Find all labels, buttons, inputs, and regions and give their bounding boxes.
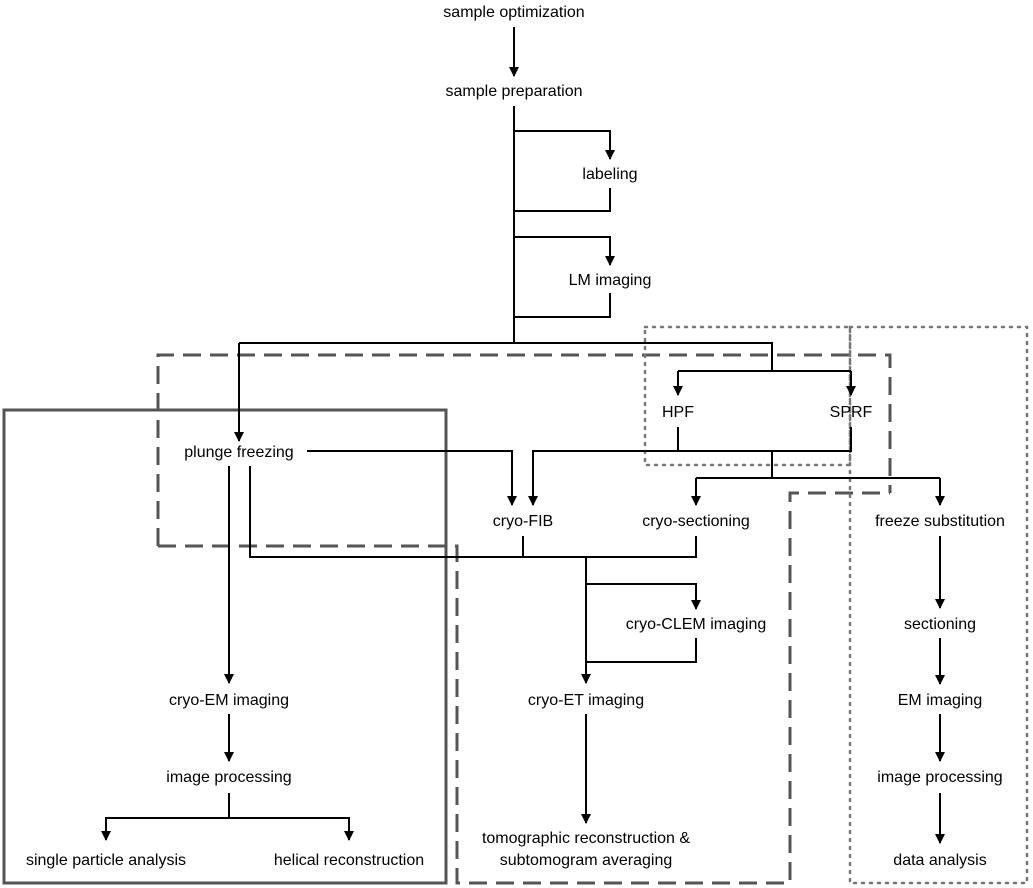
node-em-imaging: EM imaging [898, 692, 982, 709]
node-image-processing-left: image processing [166, 769, 291, 786]
node-tomographic-reconstruction-line1: tomographic reconstruction & [482, 830, 690, 847]
node-plunge-freezing: plunge freezing [184, 444, 293, 461]
node-freeze-substitution: freeze substitution [875, 513, 1005, 530]
edge-from-labeling [514, 188, 611, 212]
connectors [101, 27, 945, 844]
node-cryo-em-imaging: cryo-EM imaging [169, 692, 289, 709]
node-cryo-et-imaging: cryo-ET imaging [528, 692, 644, 709]
cryo-et-group-box [158, 491, 890, 885]
edge-hpf-sprf-merge [677, 427, 852, 452]
plunge-freezing-group-box [2, 408, 448, 885]
edge-to-helical [229, 817, 354, 841]
node-helical-reconstruction: helical reconstruction [274, 852, 424, 869]
edge-from-cryo-clem [586, 638, 697, 663]
node-cryo-clem-imaging: cryo-CLEM imaging [626, 616, 766, 633]
node-sample-optimization: sample optimization [443, 4, 584, 21]
node-cryo-sectioning: cryo-sectioning [642, 513, 750, 530]
freezing-split-bar [239, 342, 773, 371]
edge-to-lm-imaging [514, 236, 615, 266]
node-single-particle-analysis: single particle analysis [26, 852, 186, 869]
node-labeling: labeling [582, 166, 637, 183]
edge-from-lm-imaging [514, 293, 611, 318]
freeze-substitution-group-box [848, 325, 1029, 885]
edge-to-labeling [514, 130, 615, 160]
node-cryo-fib: cryo-FIB [493, 513, 553, 530]
edge-to-cryo-clem [586, 583, 701, 610]
edge-plunge-to-cryo-fib [307, 450, 517, 506]
node-sectioning: sectioning [904, 616, 976, 633]
node-sprf: SPRF [830, 404, 873, 421]
node-lm-imaging: LM imaging [569, 272, 652, 289]
edge-plunge-to-cryo-et-bar [249, 466, 697, 558]
node-image-processing-right: image processing [877, 769, 1002, 786]
node-sample-preparation: sample preparation [446, 83, 583, 100]
node-data-analysis: data analysis [893, 852, 986, 869]
vitrification-group-box [156, 353, 892, 546]
edge-processing-split [101, 793, 230, 841]
hpf-sprf-group-box [643, 325, 852, 467]
edge-hpf-to-cryo-fib [528, 450, 678, 506]
node-tomographic-reconstruction-line2: subtomogram averaging [500, 852, 673, 869]
node-hpf: HPF [662, 404, 694, 421]
